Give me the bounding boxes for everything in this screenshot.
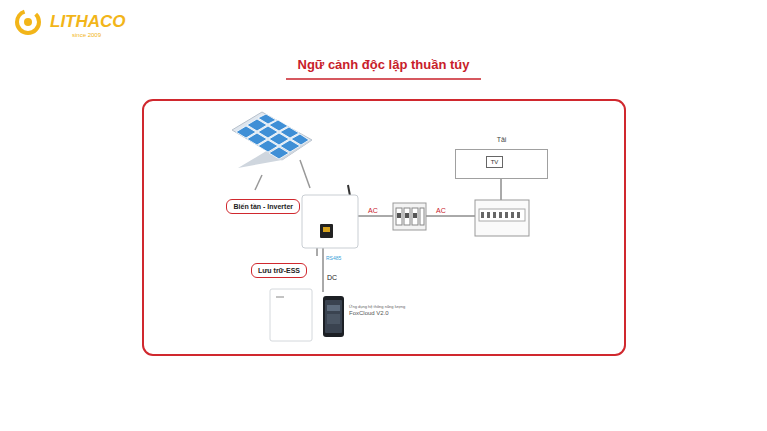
logo-text: LITHACO: [50, 12, 126, 32]
wire-label: AC: [367, 207, 379, 214]
frame: [143, 100, 625, 355]
battery: [270, 289, 312, 341]
callout-box: Lưu trữ-ESS: [251, 263, 307, 278]
signal-label: RS485: [326, 255, 341, 261]
phone: [323, 296, 344, 337]
logo-subtitle: since 2009: [72, 32, 101, 38]
group-heading: Tải: [456, 136, 547, 143]
distribution-panel: [475, 200, 529, 236]
node-text: Lưu trữ-ESS: [258, 267, 300, 274]
callout-box: Biến tần - Inverter: [226, 199, 300, 214]
app-caption: Ứng dụng hệ thống năng lượng: [349, 304, 405, 309]
app-name: FoxCloud V2.0: [349, 310, 389, 316]
node-text: Biến tần - Inverter: [233, 203, 293, 210]
wire-label: AC: [435, 207, 447, 214]
breaker: [393, 203, 426, 230]
solar-panel: [232, 112, 312, 190]
node-text: TV: [491, 159, 499, 165]
title-underline: [286, 78, 481, 80]
logo-icon: [17, 11, 39, 33]
title: Ngữ cảnh độc lập thuần túy: [0, 57, 767, 72]
wire-label: DC: [327, 274, 337, 281]
inverter: [302, 185, 358, 248]
tv-icon: TV: [486, 156, 503, 168]
load-group: TảiTV: [455, 149, 548, 179]
